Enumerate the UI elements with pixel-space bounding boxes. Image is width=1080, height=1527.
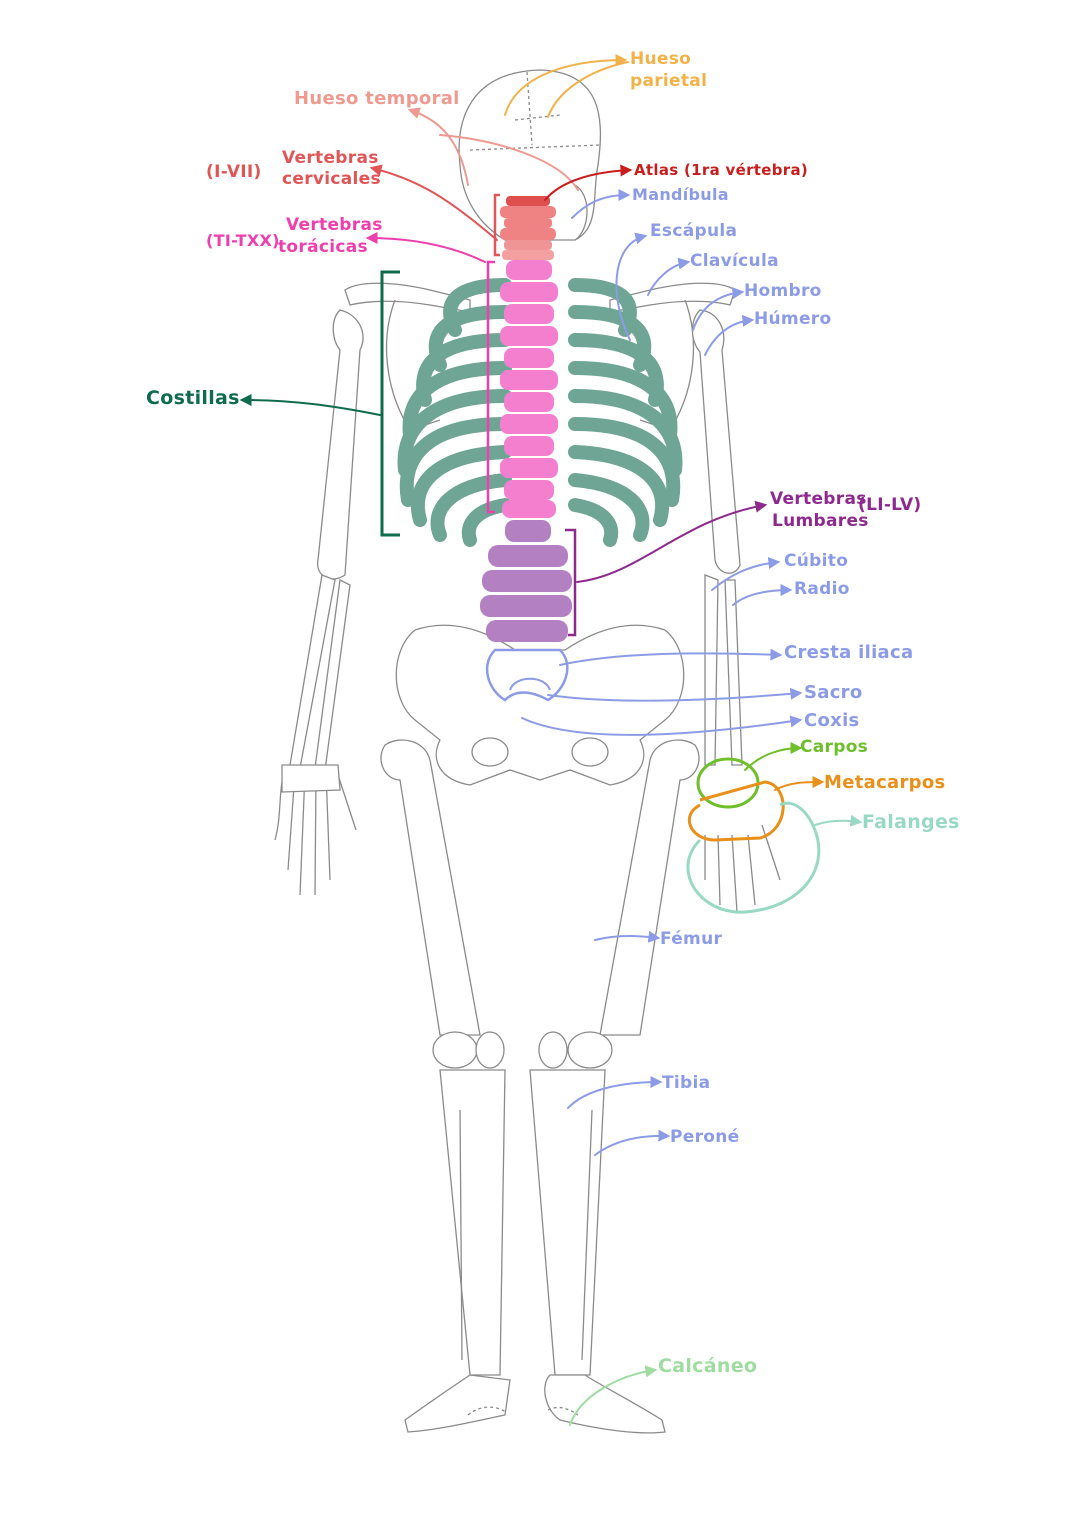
label-falanges: Falanges [862,811,960,833]
lumbar-vertebrae [480,520,572,642]
label-radio: Radio [794,579,850,599]
label-cervical-line1: Vertebras [282,148,379,168]
label-thoracic-line2: torácicas [278,237,368,257]
label-humero: Húmero [754,309,831,329]
label-costillas: Costillas [146,387,240,409]
label-temporal: Hueso temporal [294,88,460,109]
falanges-circle [686,801,821,914]
label-parietal-line1: Hueso [630,49,691,69]
leader-lines [239,54,863,1426]
sacrum [485,648,569,702]
label-atlas: Atlas (1ra vértebra) [634,161,808,179]
ribs-bracket [380,270,400,537]
label-femur: Fémur [660,929,722,949]
label-parietal-line2: parietal [630,71,707,91]
metacarpos-circle [687,780,785,842]
cervical-vertebrae [500,196,556,260]
label-hombro: Hombro [744,281,822,301]
label-lumbar-line1: Vertebras [770,489,867,509]
cervical-bracket [493,193,500,257]
label-mandibula: Mandíbula [632,185,729,204]
label-thoracic-range: (TI-TXX) [206,231,280,250]
label-lumbar-range: (LI-LV) [858,495,922,515]
label-coxis: Coxis [804,710,860,731]
label-metacarpos: Metacarpos [824,772,946,793]
label-thoracic-line1: Vertebras [286,215,383,235]
label-cervical-range: (I-VII) [206,162,262,182]
thoracic-bracket [486,260,495,514]
label-cresta-iliaca: Cresta iliaca [784,642,913,663]
label-sacro: Sacro [804,682,863,703]
thoracic-vertebrae [500,260,558,518]
label-lumbar-line2: Lumbares [772,511,869,531]
lumbar-bracket [565,528,577,637]
label-carpos: Carpos [800,737,868,757]
label-cervical-line2: cervicales [282,169,381,189]
label-tibia: Tibia [662,1073,710,1093]
label-clavicula: Clavícula [690,251,779,271]
label-perone: Peroné [670,1127,740,1147]
label-cubito: Cúbito [784,551,848,571]
label-escapula: Escápula [650,221,737,241]
label-calcaneo: Calcáneo [658,1355,757,1377]
skeleton-outline [274,69,781,1434]
ribs [397,278,683,547]
labels: Hueso parietal Hueso temporal (I-VII) Ve… [146,49,960,1377]
